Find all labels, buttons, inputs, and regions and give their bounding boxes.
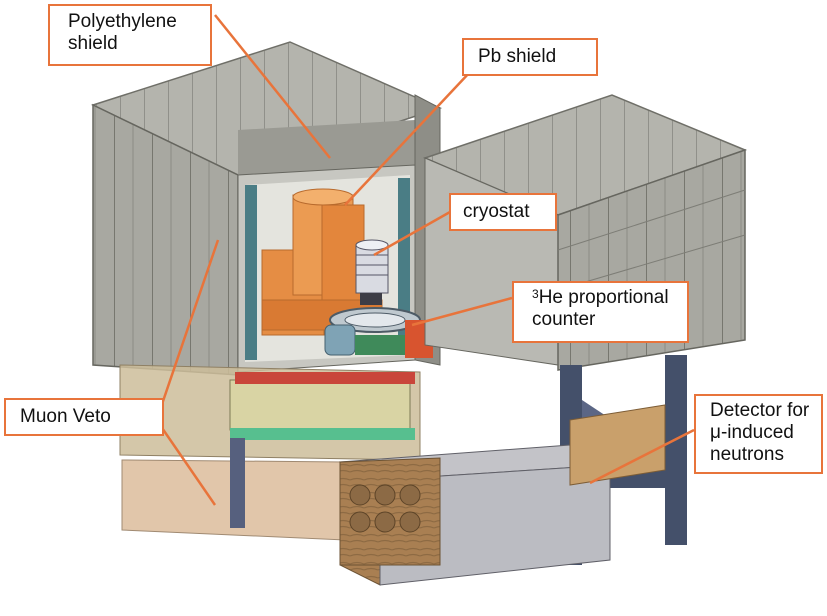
detector-label-line1: Detector for xyxy=(710,400,810,421)
leader-cryostat xyxy=(373,210,451,257)
muon-veto-label: Muon Veto xyxy=(20,406,111,427)
he3-superscript: 3 xyxy=(532,287,539,301)
polyethylene-label-line2: shield xyxy=(68,33,118,54)
he3-label-line1: 3He proportional xyxy=(532,287,687,309)
pb-shield xyxy=(261,188,383,336)
callout-cryostat: cryostat xyxy=(449,193,557,231)
callout-he3-counter: 3He proportional counter xyxy=(512,281,689,343)
detector-label-line2: μ-induced xyxy=(710,422,794,443)
callout-neutron-detector: Detector for μ-induced neutrons xyxy=(694,394,823,474)
cryostat xyxy=(355,239,389,305)
leader-detector xyxy=(589,428,695,485)
leader-lines xyxy=(158,14,695,506)
leader-muon-1 xyxy=(158,239,220,411)
pb-shield-label: Pb shield xyxy=(478,46,557,67)
leader-he3 xyxy=(411,296,513,327)
he3-label-line2: counter xyxy=(532,309,596,330)
callout-polyethylene-shield: Polyethylene shield xyxy=(48,4,212,66)
cryostat-label: cryostat xyxy=(463,201,530,222)
callout-muon-veto: Muon Veto xyxy=(4,398,164,436)
callout-pb-shield: Pb shield xyxy=(462,38,598,76)
he3-proportional-counter xyxy=(324,307,433,358)
he3-label-text: He proportional xyxy=(538,287,669,308)
leader-polyethylene xyxy=(214,14,331,159)
polyethylene-label-line1: Polyethylene xyxy=(68,11,177,32)
leader-muon-2 xyxy=(158,424,217,506)
detector-label-line3: neutrons xyxy=(710,444,784,465)
neutron-detector xyxy=(339,404,666,586)
leader-pb xyxy=(344,71,471,206)
